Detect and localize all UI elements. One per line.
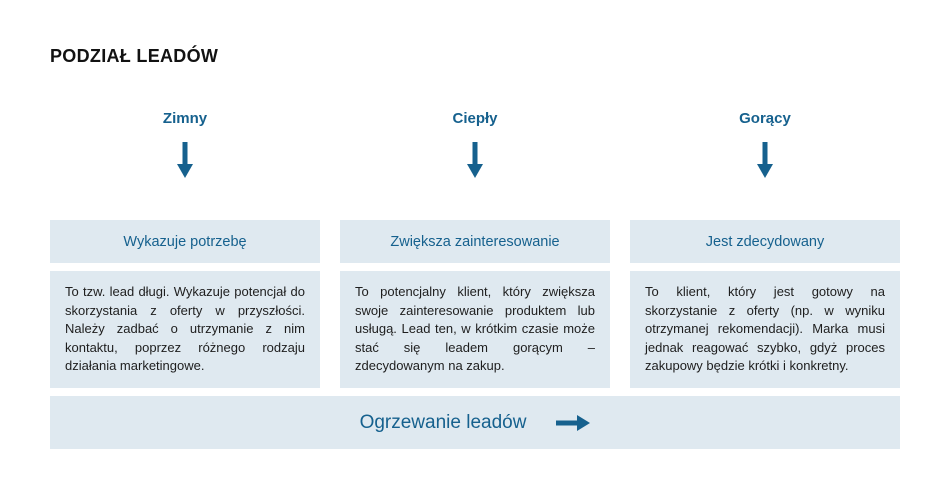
header-box: Jest zdecydowany [630, 220, 900, 263]
column-cieply: Ciepły Zwiększa zainteresowanie To poten… [340, 108, 610, 388]
down-arrow-icon [177, 142, 193, 178]
column-goracy: Gorący Jest zdecydowany To klient, który… [630, 108, 900, 388]
header-label: Wykazuje potrzebę [123, 233, 247, 250]
right-arrow-icon [556, 414, 591, 431]
down-arrow-icon [757, 142, 773, 178]
description-box: To tzw. lead długi. Wykazuje potencjał d… [50, 271, 320, 388]
description-box: To klient, który jest gotowy na skorzyst… [630, 271, 900, 388]
lead-warming-bar: Ogrzewanie leadów [50, 396, 900, 449]
lead-columns: Zimny Wykazuje potrzebę To tzw. lead dłu… [50, 108, 900, 388]
header-box: Zwiększa zainteresowanie [340, 220, 610, 263]
column-label: Gorący [739, 110, 791, 127]
description-box: To potencjalny klient, który zwiększa sw… [340, 271, 610, 388]
down-arrow-icon [467, 142, 483, 178]
header-label: Jest zdecydowany [705, 233, 825, 250]
column-zimny: Zimny Wykazuje potrzebę To tzw. lead dłu… [50, 108, 320, 388]
page-title: PODZIAŁ LEADÓW [50, 46, 219, 66]
lead-warming-label: Ogrzewanie leadów [359, 411, 527, 433]
column-label: Ciepły [452, 110, 498, 127]
column-label: Zimny [162, 110, 208, 127]
header-label: Zwiększa zainteresowanie [390, 233, 560, 250]
header-box: Wykazuje potrzebę [50, 220, 320, 263]
